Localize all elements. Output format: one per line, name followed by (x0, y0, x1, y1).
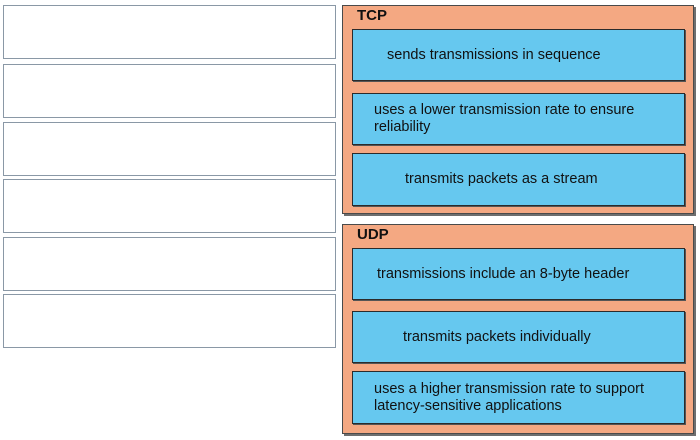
answer-slot[interactable] (3, 64, 336, 118)
item-label: transmits packets as a stream (405, 171, 598, 187)
tcp-item-stream[interactable]: transmits packets as a stream (352, 153, 685, 206)
item-label: sends transmissions in sequence (387, 46, 601, 63)
udp-item-individually[interactable]: transmits packets individually (352, 311, 685, 363)
udp-item-higher-rate[interactable]: uses a higher transmission rate to suppo… (352, 371, 685, 424)
udp-group-title: UDP (357, 226, 389, 243)
item-label: uses a lower transmission rate to ensure… (374, 102, 635, 135)
tcp-item-sequence[interactable]: sends transmissions in sequence (352, 29, 685, 81)
answer-slot[interactable] (3, 237, 336, 291)
item-label: transmissions include an 8-byte header (377, 265, 630, 282)
item-label: uses a higher transmission rate to suppo… (374, 380, 644, 414)
udp-item-header[interactable]: transmissions include an 8-byte header (352, 248, 685, 300)
answer-slot[interactable] (3, 179, 336, 233)
item-label: transmits packets individually (403, 328, 591, 345)
tcp-group-title: TCP (357, 7, 387, 24)
answer-slot[interactable] (3, 294, 336, 348)
udp-group: UDP transmissions include an 8-byte head… (342, 224, 694, 434)
tcp-item-lower-rate[interactable]: uses a lower transmission rate to ensure… (352, 93, 685, 145)
tcp-group: TCP sends transmissions in sequence uses… (342, 5, 694, 214)
answer-slot[interactable] (3, 5, 336, 59)
answer-slot[interactable] (3, 122, 336, 176)
